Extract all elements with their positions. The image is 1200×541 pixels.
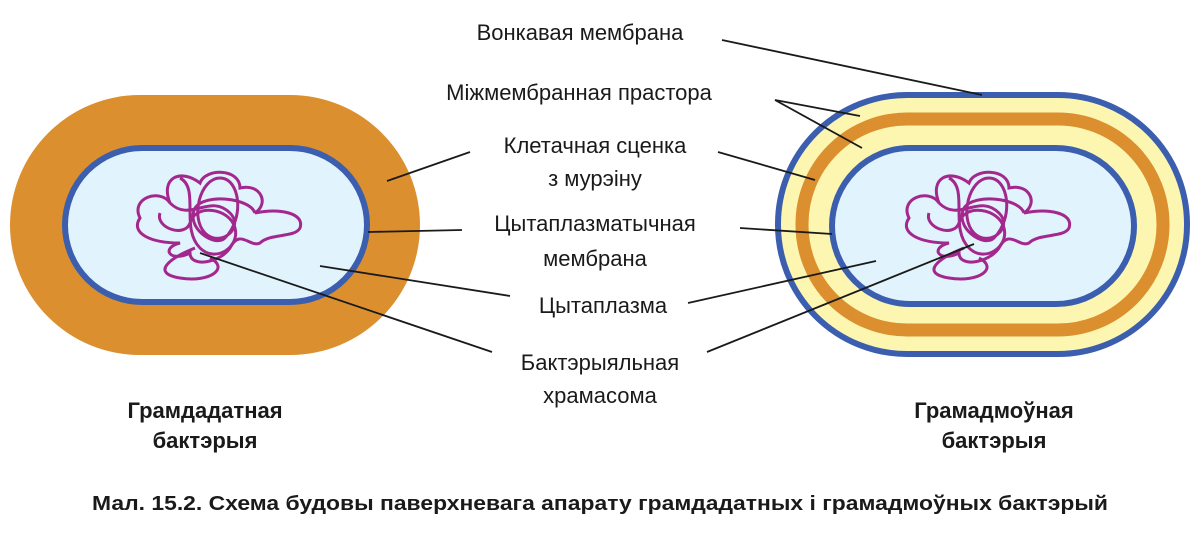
label-chromosome-line2: храмасома	[543, 383, 657, 408]
figure-caption: Мал. 15.2. Схема будовы паверхневага апа…	[92, 493, 1108, 515]
label-cell-wall-line1: Клетачная сценка	[504, 133, 687, 158]
gram-negative-title-line2: бактэрыя	[942, 428, 1047, 453]
gram-negative-title-line1: Грамадмоўная	[914, 398, 1074, 423]
cytoplasmic-membrane	[62, 145, 370, 305]
gram-negative-cell	[775, 92, 1190, 357]
label-cytoplasm: Цытаплазма	[539, 293, 668, 318]
label-cyto-membrane-line1: Цытаплазматычная	[494, 211, 696, 236]
label-cyto-membrane-line2: мембрана	[543, 246, 647, 271]
gram-positive-title-line1: Грамдадатная	[127, 398, 282, 423]
leader-lines	[199, 39, 983, 353]
label-periplasm: Міжмембранная прастора	[446, 80, 712, 105]
labels: Вонкавая мембрана Міжмембранная прастора…	[92, 20, 1108, 515]
gram-positive-cell	[10, 95, 420, 355]
label-chromosome-line1: Бактэрыяльная	[521, 350, 679, 375]
gram-positive-title-line2: бактэрыя	[153, 428, 258, 453]
cytoplasmic-membrane	[829, 145, 1137, 307]
label-cell-wall-line2: з мурэіну	[548, 166, 642, 191]
murein-cell-wall	[795, 112, 1170, 337]
label-outer-membrane: Вонкавая мембрана	[477, 20, 685, 45]
